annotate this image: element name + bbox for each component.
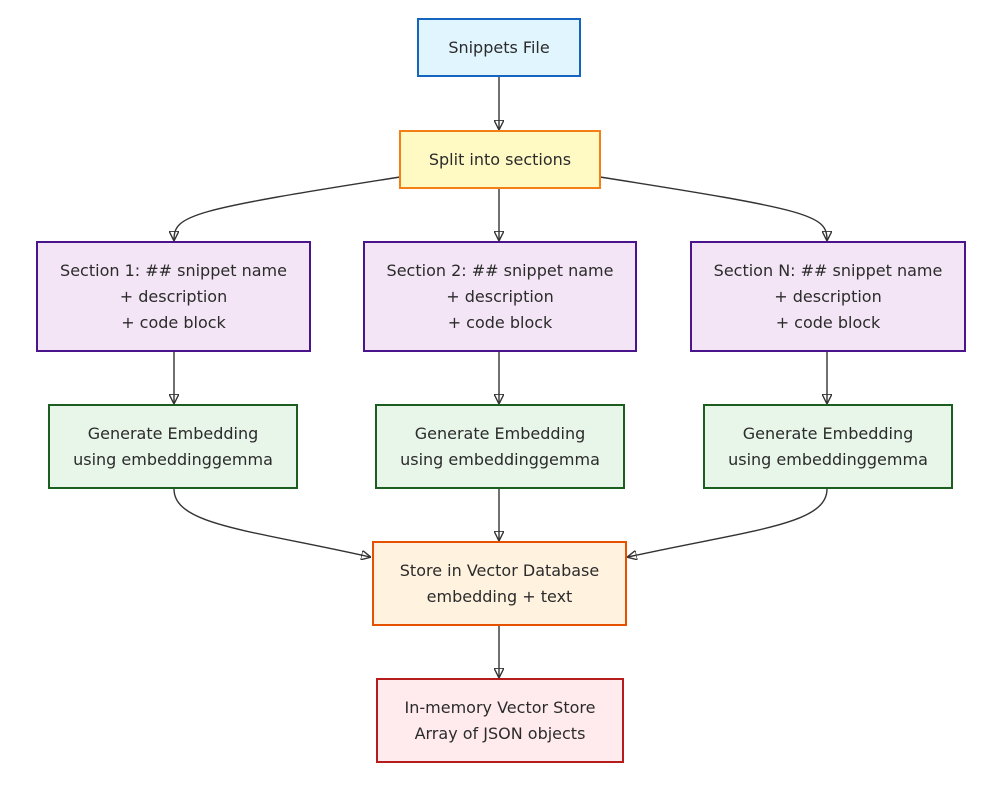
node-store-in-vector-database: Store in Vector Database embedding + tex… [372,541,627,626]
edge-split-to-section-1 [174,176,401,240]
node-split-into-sections: Split into sections [399,130,601,189]
node-section-2: Section 2: ## snippet name + description… [363,241,637,352]
edge-embed-1-to-store [173,488,370,557]
node-label: Section 1: ## snippet name [60,260,287,280]
node-label: Array of JSON objects [414,723,586,743]
edge-embed-n-to-store [628,488,828,557]
node-snippets-file: Snippets File [417,18,581,77]
node-in-memory-vector-store: In-memory Vector Store Array of JSON obj… [376,678,624,763]
node-label: Generate Embedding [87,423,259,443]
node-generate-embedding-2: Generate Embedding using embeddinggemma [375,404,625,489]
node-label: Generate Embedding [742,423,914,443]
node-section-n: Section N: ## snippet name + description… [690,241,966,352]
node-label: Split into sections [428,149,572,169]
node-label: embedding + text [426,586,573,606]
node-label: Generate Embedding [414,423,586,443]
node-label: Section 2: ## snippet name [386,260,614,280]
node-label: + code block [775,312,881,332]
node-label: Store in Vector Database [399,560,600,580]
edge-split-to-section-n [599,176,827,240]
node-label: + description [774,286,882,306]
node-label: In-memory Vector Store [404,697,596,717]
node-label: + code block [447,312,553,332]
node-label: + description [446,286,554,306]
node-section-1: Section 1: ## snippet name + description… [36,241,311,352]
node-generate-embedding-n: Generate Embedding using embeddinggemma [703,404,953,489]
node-label: Section N: ## snippet name [713,260,943,280]
node-label: + code block [121,312,226,332]
node-label: using embeddinggemma [400,449,600,469]
node-generate-embedding-1: Generate Embedding using embeddinggemma [48,404,298,489]
node-label: + description [119,286,228,306]
node-label: using embeddinggemma [728,449,928,469]
node-label: using embeddinggemma [73,449,273,469]
node-label: Snippets File [448,37,550,57]
